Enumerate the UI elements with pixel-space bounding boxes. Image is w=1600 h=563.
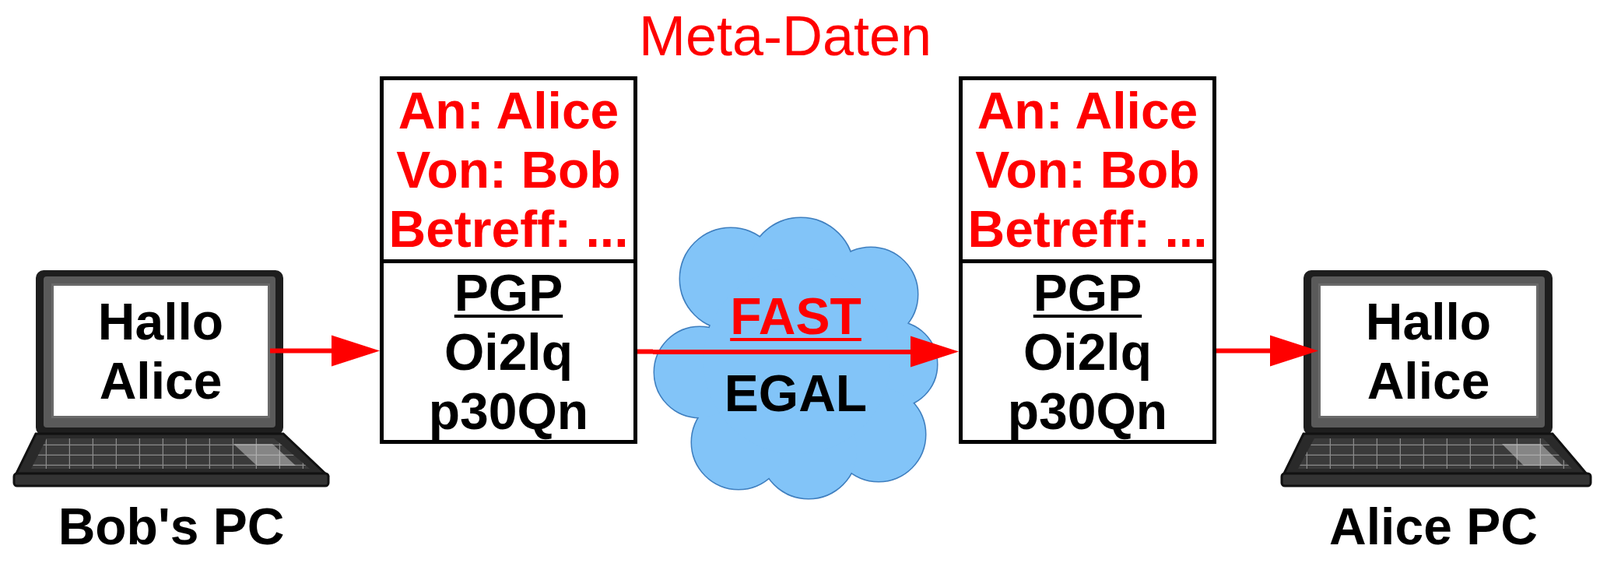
- laptop-screen: Hallo Alice: [1318, 283, 1539, 418]
- arrow-connector: [1216, 335, 1319, 367]
- cloud-label: EGAL: [724, 365, 867, 421]
- diagram-title: Meta-Daten: [638, 3, 932, 68]
- pgp-heading: PGP: [454, 263, 563, 323]
- metadata-box: An: AliceVon: BobBetreff: ...: [379, 76, 638, 264]
- arrow-head: [1270, 335, 1319, 367]
- meta-line: Von: Bob: [975, 140, 1200, 200]
- meta-line: An: Alice: [977, 80, 1199, 141]
- pgp-heading: PGP: [1033, 263, 1142, 323]
- meta-line: Betreff: ...: [388, 199, 629, 259]
- cloud-shape: [652, 216, 939, 500]
- encrypted-body-box: PGPOi2lq p30Qn: [958, 259, 1217, 444]
- device-label: Bob's PC: [58, 496, 285, 556]
- encrypted-body-box: PGPOi2lq p30Qn: [379, 259, 638, 444]
- meta-line: Von: Bob: [396, 140, 621, 200]
- arrow-line: [1216, 348, 1274, 354]
- metadata-box: An: AliceVon: BobBetreff: ...: [958, 76, 1217, 264]
- arrow-head: [331, 335, 380, 367]
- alice-laptop: [1281, 270, 1591, 486]
- meta-line: Betreff: ...: [967, 199, 1208, 259]
- cipher-text: Oi2lq p30Qn: [415, 322, 603, 441]
- arrow-line: [637, 349, 653, 355]
- bob-laptop: [14, 270, 329, 486]
- message-text: Hallo Alice: [67, 291, 255, 411]
- device-label: Alice PC: [1329, 496, 1538, 556]
- cipher-text: Oi2lq p30Qn: [994, 322, 1182, 441]
- message-text: Hallo Alice: [1335, 291, 1523, 411]
- meta-line: An: Alice: [398, 80, 620, 141]
- laptop-screen: Hallo Alice: [51, 283, 271, 418]
- arrow-connector: [637, 350, 653, 352]
- internet-cloud: FAST EGAL: [652, 216, 939, 500]
- arrow-connector: [270, 335, 380, 367]
- cloud-label: FAST: [729, 288, 862, 344]
- arrow-line: [270, 348, 335, 354]
